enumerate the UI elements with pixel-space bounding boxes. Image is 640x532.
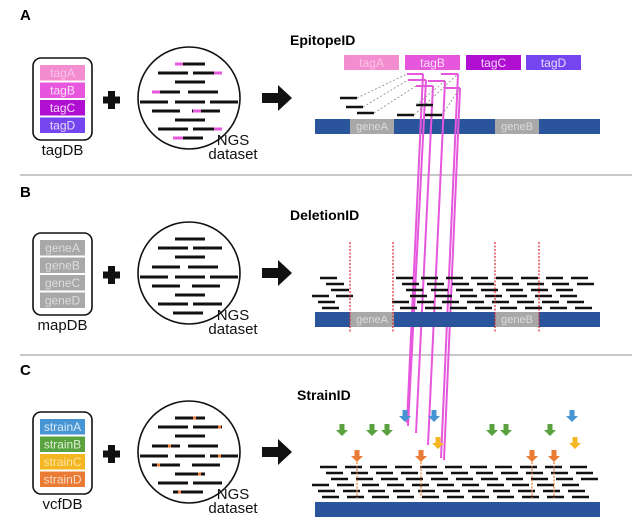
link-line — [373, 85, 417, 114]
tag-chip-tagD — [526, 55, 581, 70]
link-line — [356, 73, 408, 99]
gene-label: geneA — [356, 121, 388, 133]
down-arrow-icon — [486, 424, 498, 436]
arrow-right-icon — [262, 260, 292, 286]
db-item-label: tagD — [50, 119, 76, 133]
db-label: mapDB — [37, 317, 87, 334]
tag-chip-tagA — [344, 55, 399, 70]
db-item-strainB — [40, 436, 85, 452]
tag-read — [440, 73, 459, 459]
tag-chip-label: tagD — [541, 56, 567, 70]
tag-chip-tagC — [466, 55, 521, 70]
gene-block — [495, 119, 539, 134]
down-arrow-icon — [526, 450, 538, 462]
tag-read — [415, 85, 434, 434]
db-item-tagA — [40, 65, 85, 81]
down-arrow-icon — [399, 410, 411, 422]
db-item-strainD — [40, 471, 85, 487]
db-item-label: geneC — [45, 276, 81, 290]
arrow-right-icon — [262, 85, 292, 111]
db-item-geneC — [40, 275, 85, 291]
db-item-label: tagB — [50, 84, 75, 98]
panel-c-letter: C — [20, 362, 31, 379]
ngs-label: dataset — [208, 146, 258, 163]
gene-label: geneA — [356, 314, 388, 326]
down-arrow-icon — [548, 450, 560, 462]
ngs-label: NGS — [217, 486, 250, 503]
tag-read — [443, 87, 461, 461]
down-arrow-icon — [428, 410, 440, 422]
panel-a-title: EpitopeID — [290, 32, 355, 48]
link-line — [441, 87, 461, 116]
db-item-strainC — [40, 454, 85, 470]
panel-a-letter: A — [20, 7, 31, 24]
db-item-label: strainD — [43, 473, 81, 487]
db-item-label: tagA — [50, 66, 75, 80]
gene-block — [495, 312, 539, 327]
db-item-label: geneB — [45, 259, 80, 273]
down-arrow-icon — [500, 424, 512, 436]
tag-read — [406, 73, 424, 424]
link-line — [415, 80, 446, 106]
db-item-tagD — [40, 117, 85, 133]
gene-label: geneB — [501, 314, 533, 326]
ngs-label: dataset — [208, 321, 258, 338]
gene-block — [350, 119, 394, 134]
plus-icon — [108, 445, 115, 463]
db-item-label: geneA — [45, 241, 80, 255]
panel-b-title: DeletionID — [290, 207, 359, 223]
ngs-label: NGS — [217, 307, 250, 324]
tag-read — [427, 80, 446, 446]
down-arrow-icon — [566, 410, 578, 422]
plus-icon — [108, 91, 115, 109]
arrow-right-icon — [262, 439, 292, 465]
down-arrow-icon — [544, 424, 556, 436]
db-item-geneD — [40, 292, 85, 308]
down-arrow-icon — [569, 437, 581, 449]
db-label: vcfDB — [42, 496, 82, 513]
down-arrow-icon — [366, 424, 378, 436]
panel-c-title: StrainID — [297, 387, 351, 403]
gene-label: geneB — [501, 121, 533, 133]
down-arrow-icon — [432, 437, 444, 449]
down-arrow-icon — [415, 450, 427, 462]
gene-block — [350, 312, 394, 327]
tag-chip-label: tagB — [420, 56, 445, 70]
db-item-tagC — [40, 100, 85, 116]
tag-chip-label: tagA — [359, 56, 384, 70]
link-line — [362, 79, 409, 108]
db-label: tagDB — [42, 142, 84, 159]
tag-chip-tagB — [405, 55, 460, 70]
db-item-label: strainC — [43, 455, 81, 469]
db-item-tagB — [40, 82, 85, 98]
tag-chip-label: tagC — [481, 56, 507, 70]
db-item-label: strainB — [44, 438, 81, 452]
tag-read — [407, 79, 427, 427]
ngs-label: NGS — [217, 132, 250, 149]
db-item-geneA — [40, 240, 85, 256]
db-item-label: tagC — [50, 101, 76, 115]
db-item-label: geneD — [45, 294, 81, 308]
db-item-strainA — [40, 419, 85, 435]
down-arrow-icon — [336, 424, 348, 436]
ngs-label: dataset — [208, 500, 258, 517]
genome-bar — [315, 502, 600, 517]
panel-b-letter: B — [20, 184, 31, 201]
down-arrow-icon — [351, 450, 363, 462]
db-item-geneB — [40, 257, 85, 273]
plus-icon — [108, 266, 115, 284]
db-item-label: strainA — [44, 420, 81, 434]
down-arrow-icon — [381, 424, 393, 436]
